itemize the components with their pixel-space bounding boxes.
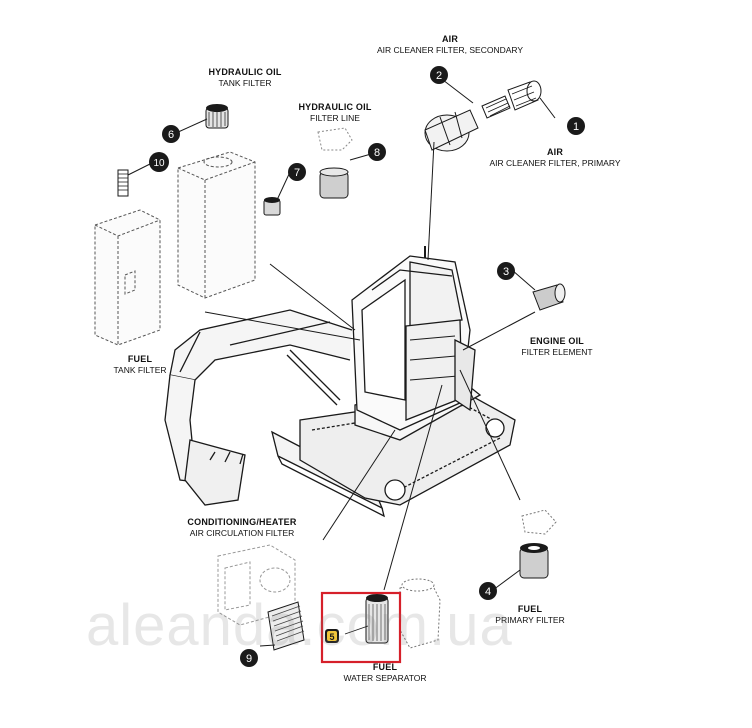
callout-1: 1 [567, 117, 585, 135]
small-hydraulic-element [263, 197, 281, 216]
label-conditioning-sub: AIR CIRCULATION FILTER [189, 528, 295, 538]
callout-3-number: 3 [503, 266, 509, 278]
fuel-tank-filter [117, 169, 129, 197]
label-fuel-tank-sub: TANK FILTER [113, 365, 167, 375]
air-secondary-filter [481, 95, 511, 119]
label-fuel-primary-sub: PRIMARY FILTER [495, 615, 565, 625]
callout-10: 10 [149, 152, 169, 172]
hvac-unit [217, 544, 296, 626]
label-hydraulic-line-title: HYDRAULIC OIL [298, 102, 372, 112]
leader-lines [127, 79, 556, 647]
label-air-primary-title: AIR [546, 147, 564, 157]
label-conditioning: CONDITIONING/HEATER AIR CIRCULATION FILT… [162, 517, 322, 539]
label-air-secondary: AIR AIR CLEANER FILTER, SECONDARY [355, 34, 545, 56]
callout-4: 4 [479, 582, 497, 600]
callout-4-number: 4 [485, 586, 491, 598]
label-air-primary-sub: AIR CLEANER FILTER, PRIMARY [489, 158, 621, 168]
label-conditioning-title: CONDITIONING/HEATER [187, 517, 297, 527]
air-primary-filter [507, 80, 542, 111]
callout-9: 9 [240, 649, 258, 667]
callout-10-number: 10 [153, 158, 165, 169]
water-separator-highlight-box [320, 591, 402, 664]
excavator [164, 246, 516, 518]
callout-8-number: 8 [374, 147, 380, 159]
air-cleaner-assembly [424, 109, 479, 152]
fuel-primary-head [521, 509, 557, 535]
label-hydraulic-line-sub: FILTER LINE [310, 113, 360, 123]
callout-3: 3 [497, 262, 515, 280]
callout-1-number: 1 [573, 121, 579, 133]
cabin-air-filter [267, 601, 305, 651]
label-engine-oil-sub: FILTER ELEMENT [521, 347, 593, 357]
label-hydraulic-tank-sub: TANK FILTER [218, 78, 272, 88]
engine-oil-filter [532, 283, 566, 311]
fuel-primary-filter [519, 543, 549, 579]
hydraulic-line-filter [319, 167, 349, 199]
callout-2-number: 2 [436, 70, 442, 82]
hydraulic-tank [177, 151, 256, 299]
callout-8: 8 [368, 143, 386, 161]
callout-6-number: 6 [168, 129, 174, 141]
callout-5: 5 [325, 629, 339, 643]
callout-2: 2 [430, 66, 448, 84]
label-water-separator-title: FUEL [372, 662, 398, 672]
callout-6: 6 [162, 125, 180, 143]
label-fuel-primary: FUEL PRIMARY FILTER [470, 604, 590, 626]
label-engine-oil-title: ENGINE OIL [529, 336, 584, 346]
callout-7-number: 7 [294, 167, 300, 179]
hydraulic-line-head [317, 127, 353, 151]
hydraulic-tank-filter [205, 104, 229, 129]
label-engine-oil: ENGINE OIL FILTER ELEMENT [497, 336, 617, 358]
label-fuel-primary-title: FUEL [517, 604, 543, 614]
label-water-separator-sub: WATER SEPARATOR [343, 673, 427, 683]
fuel-tank [94, 209, 161, 346]
label-hydraulic-tank-title: HYDRAULIC OIL [208, 67, 282, 77]
label-fuel-tank: FUEL TANK FILTER [90, 354, 190, 376]
water-separator-filter [344, 594, 389, 644]
callout-7: 7 [288, 163, 306, 181]
label-hydraulic-line: HYDRAULIC OIL FILTER LINE [270, 102, 400, 124]
callout-5-number: 5 [329, 632, 334, 642]
label-air-secondary-sub: AIR CLEANER FILTER, SECONDARY [376, 45, 524, 55]
callout-9-number: 9 [246, 653, 252, 665]
water-separator-head [399, 578, 441, 649]
label-air-primary: AIR AIR CLEANER FILTER, PRIMARY [470, 147, 640, 169]
label-air-secondary-title: AIR [441, 34, 459, 44]
label-hydraulic-tank: HYDRAULIC OIL TANK FILTER [180, 67, 310, 89]
label-fuel-tank-title: FUEL [127, 354, 153, 364]
label-water-separator: FUEL WATER SEPARATOR [320, 662, 450, 684]
